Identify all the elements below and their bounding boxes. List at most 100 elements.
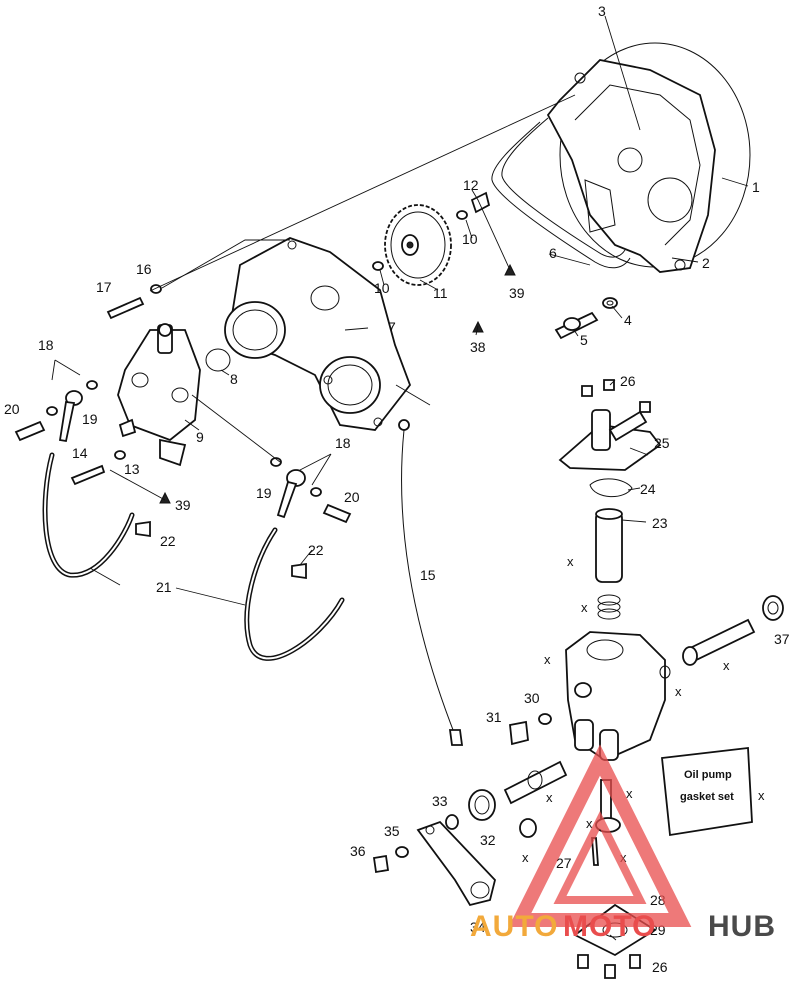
label-13: 13 — [124, 461, 140, 477]
watermark-triangle — [508, 744, 692, 927]
x-marks: x x x x x x x x x x x — [522, 554, 765, 865]
cable-15 — [398, 419, 464, 746]
part-lever-34 — [416, 820, 496, 907]
screw-26-a — [581, 385, 593, 397]
x-mark-7: x — [546, 790, 553, 805]
bolt-20-left — [14, 420, 46, 442]
label-12: 12 — [463, 177, 479, 193]
part-crankcase-cover — [491, 42, 751, 273]
tube-21 — [42, 452, 345, 661]
x-mark-8: x — [522, 850, 529, 865]
label-16: 16 — [136, 261, 152, 277]
label-18-left: 18 — [38, 337, 54, 353]
gasket-24 — [589, 478, 633, 498]
washer-30 — [538, 713, 552, 725]
label-39-upper: 39 — [509, 285, 525, 301]
label-37: 37 — [774, 631, 790, 647]
gasket-set-label-line2: gasket set — [680, 791, 734, 803]
spring — [597, 594, 621, 620]
part-sleeve-23 — [595, 508, 623, 583]
label-22-right: 22 — [308, 542, 324, 558]
washer-18-left-a — [86, 380, 98, 390]
x-mark-5: x — [675, 684, 682, 699]
label-10-left: 10 — [374, 280, 390, 296]
bolt-31 — [509, 720, 529, 746]
label-23: 23 — [652, 515, 668, 531]
label-30: 30 — [524, 690, 540, 706]
watermark-moto: MOTO — [563, 910, 656, 943]
washer-18-right-a — [270, 457, 282, 467]
label-1: 1 — [752, 179, 760, 195]
washer-10-left — [372, 261, 384, 271]
washer-18-left-b — [46, 406, 58, 416]
label-17: 17 — [96, 279, 112, 295]
label-19-left: 19 — [82, 411, 98, 427]
x-mark-1: x — [567, 554, 574, 569]
x-mark-2: x — [581, 600, 588, 615]
bolt-17 — [106, 296, 145, 320]
label-32: 32 — [480, 832, 496, 848]
label-7: 7 — [388, 319, 396, 335]
washer-13 — [114, 450, 126, 460]
label-5: 5 — [580, 332, 588, 348]
label-21: 21 — [156, 579, 172, 595]
x-mark-4: x — [723, 658, 730, 673]
label-6: 6 — [549, 245, 557, 261]
part-pump-body — [565, 631, 666, 762]
clip-22-left — [135, 520, 151, 538]
label-34: 34 — [470, 919, 486, 935]
o-ring-8 — [205, 348, 231, 372]
label-19-right: 19 — [256, 485, 272, 501]
x-mark-9: x — [620, 850, 627, 865]
gasket-set-card: Oil pump gasket set — [661, 746, 753, 837]
label-20-right: 20 — [344, 489, 360, 505]
drop-39-lower — [159, 491, 171, 504]
screw-26-e — [604, 964, 616, 979]
label-15: 15 — [420, 567, 436, 583]
o-ring-small — [659, 665, 671, 679]
banjo-19-right — [276, 469, 306, 519]
label-27: 27 — [556, 855, 572, 871]
bolt-14 — [70, 464, 106, 486]
watermark-logo — [508, 744, 692, 927]
label-25: 25 — [654, 435, 670, 451]
washer-35 — [395, 846, 409, 858]
part-drive-shaft — [503, 760, 568, 805]
label-11: 11 — [433, 285, 448, 301]
part-seal-32-33 — [445, 789, 537, 838]
part-valve-spool — [682, 618, 756, 666]
screw-26-d — [577, 954, 589, 969]
watermark-auto: AUTO — [470, 910, 558, 943]
label-18-right: 18 — [335, 435, 351, 451]
label-8: 8 — [230, 371, 238, 387]
bolt-20-right — [322, 503, 352, 524]
label-26-upper: 26 — [620, 373, 636, 389]
x-mark-10: x — [586, 816, 593, 831]
label-22-left: 22 — [160, 533, 176, 549]
label-9: 9 — [196, 429, 204, 445]
part-screw-5 — [554, 297, 618, 340]
label-35: 35 — [384, 823, 400, 839]
part-labels: 1 2 3 4 5 6 7 8 9 10 10 11 12 13 14 15 1… — [4, 3, 790, 975]
watermark-hub: HUB — [708, 910, 776, 943]
leader-lines — [51, 15, 749, 941]
gasket-set-label-line1: Oil pump — [684, 769, 732, 781]
label-14: 14 — [72, 445, 88, 461]
washer-10-right — [456, 210, 468, 220]
label-39-lower: 39 — [175, 497, 191, 513]
watermark-triangle-inner — [553, 811, 647, 904]
label-4: 4 — [624, 312, 632, 328]
label-20-left: 20 — [4, 401, 20, 417]
part-gear-11 — [384, 204, 452, 286]
nut-12 — [470, 191, 491, 214]
watermark-text: AUTO MOTO HUB — [470, 910, 776, 943]
screw-26-b — [603, 379, 615, 391]
seal-37 — [762, 595, 784, 621]
nut-36 — [372, 854, 390, 874]
part-cover-25 — [558, 409, 662, 471]
banjo-19-left — [58, 390, 83, 443]
x-mark-6: x — [626, 786, 633, 801]
part-oil-pump-9 — [117, 323, 201, 467]
